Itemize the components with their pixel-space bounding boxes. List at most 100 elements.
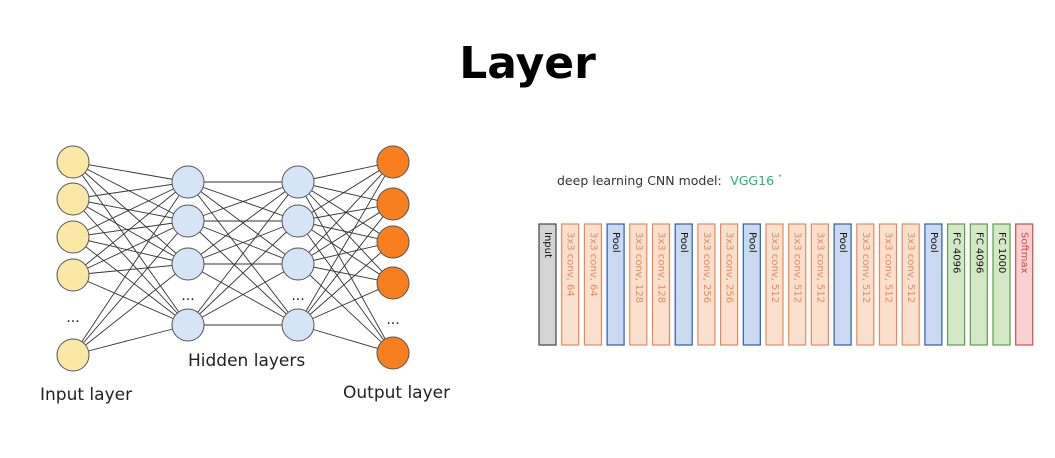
- network-edge: [72, 236, 189, 326]
- vgg-layer-conv: 3x3 conv, 64: [561, 223, 580, 346]
- network-edge: [187, 220, 299, 326]
- vgg-layer-pool: Pool: [606, 223, 625, 346]
- vgg-layer-conv: 3x3 conv, 64: [583, 223, 603, 346]
- vgg-layer-softmax: Softmax: [1015, 223, 1034, 346]
- vgg-layer-label: FC 4096: [973, 232, 984, 273]
- vgg-layer-block: [583, 223, 603, 346]
- vgg-layer-conv: 3x3 conv, 512: [765, 223, 784, 346]
- vgg-layer-block: [697, 223, 716, 346]
- vgg-layer-block: [992, 223, 1011, 346]
- output-layer-label: Output layer: [343, 383, 450, 403]
- network-edge: [187, 263, 299, 326]
- network-edge: [297, 203, 394, 326]
- network-edge: [297, 263, 394, 354]
- input-neuron: [56, 220, 90, 254]
- network-edge: [72, 220, 189, 356]
- network-edge: [297, 181, 394, 284]
- vgg-layer-label: 3x3 conv, 128: [656, 232, 667, 303]
- vgg-layer-conv: 3x3 conv, 512: [856, 223, 875, 346]
- vgg-layer-label: 3x3 conv, 512: [792, 232, 803, 303]
- vgg-layer-pool: Pool: [742, 223, 761, 346]
- vgg-layer-label: 3x3 conv, 128: [633, 232, 644, 303]
- vgg-layer-block: [674, 223, 693, 346]
- network-edge: [297, 241, 394, 326]
- input-neuron: [56, 182, 90, 216]
- vgg-layer-block: [878, 223, 898, 346]
- network-edge: [72, 263, 189, 356]
- vgg-layer-pool: Pool: [924, 223, 943, 346]
- vgg-layer-block: [1015, 223, 1034, 346]
- network-edge: [72, 161, 189, 326]
- network-edge: [72, 161, 189, 183]
- network-edge: [72, 198, 189, 222]
- network-edge: [187, 181, 299, 265]
- vgg-layer-conv: 3x3 conv, 128: [629, 223, 648, 346]
- output-neuron: [376, 336, 410, 370]
- vgg-layer-block: [833, 223, 852, 346]
- hidden-layers-label: Hidden layers: [188, 351, 305, 371]
- hidden-neuron: [281, 308, 315, 342]
- vgg-layer-input: Input: [538, 223, 557, 346]
- network-edge: [72, 274, 189, 326]
- vgg-layer-fc: FC 4096: [946, 223, 966, 346]
- vgg-layer-conv: 3x3 conv, 512: [901, 223, 920, 346]
- vgg-layer-label: Input: [542, 232, 553, 258]
- vgg-caption-line: deep learning CNN model: VGG16 *: [557, 172, 782, 189]
- vgg-layer-label: 3x3 conv, 256: [701, 232, 712, 303]
- vgg-layer-block: [719, 223, 739, 346]
- network-edge: [72, 198, 189, 265]
- input-neuron: [56, 145, 90, 179]
- vgg-layer-conv: 3x3 conv, 256: [697, 223, 716, 346]
- network-edge: [72, 324, 189, 356]
- vgg-layer-block: [606, 223, 625, 346]
- network-edge: [72, 236, 189, 265]
- network-edge: [297, 161, 394, 265]
- network-edge: [72, 161, 189, 265]
- network-edge: [297, 181, 394, 354]
- vgg-layer-label: Pool: [928, 232, 939, 253]
- vgg-layer-block: [742, 223, 761, 346]
- hidden-neuron: [171, 165, 205, 199]
- vgg-caption: deep learning CNN model:: [557, 173, 722, 188]
- vgg-layer-conv: 3x3 conv, 512: [788, 223, 807, 346]
- network-edge: [297, 161, 394, 222]
- output-neuron: [376, 187, 410, 221]
- network-edges: [72, 161, 394, 356]
- vgg-layer-label: Pool: [610, 232, 621, 253]
- vgg-layer-label: Pool: [746, 232, 757, 253]
- vgg-layer-fc: FC 4096: [969, 223, 988, 346]
- vgg-layer-block: [538, 223, 557, 346]
- hidden-neuron: [171, 204, 205, 238]
- vgg-layer-block: [629, 223, 648, 346]
- vgg-layer-block: [561, 223, 580, 346]
- input-layer-label: Input layer: [40, 385, 132, 405]
- vgg-layer-pool: Pool: [833, 223, 852, 346]
- network-edge: [72, 263, 189, 276]
- vgg-layer-label: 3x3 conv, 512: [814, 232, 825, 303]
- network-edge: [72, 181, 189, 200]
- vgg-model-mark: *: [778, 173, 781, 182]
- output-neuron: [376, 225, 410, 259]
- vgg-layer-label: Pool: [837, 232, 848, 253]
- vgg-layer-block: [788, 223, 807, 346]
- network-edge: [297, 282, 394, 326]
- network-edge: [72, 181, 189, 276]
- vgg-model-name: VGG16: [730, 173, 774, 188]
- network-edge: [297, 181, 394, 243]
- network-edge: [297, 220, 394, 354]
- vgg-layer-conv: 3x3 conv, 128: [651, 223, 671, 346]
- input-neuron: [56, 338, 90, 372]
- vgg-layer-label: Softmax: [1019, 232, 1030, 274]
- network-edge: [72, 181, 189, 356]
- vgg-layer-block: [765, 223, 784, 346]
- network-edge: [72, 161, 189, 222]
- input-layer-ellipsis: ...: [66, 310, 79, 326]
- network-edge: [187, 181, 299, 222]
- vgg-layer-block: [969, 223, 988, 346]
- vgg-layer-fc: FC 1000: [992, 223, 1011, 346]
- network-edge: [297, 324, 394, 354]
- vgg-layer-label: 3x3 conv, 512: [883, 232, 894, 303]
- network-edge: [72, 198, 189, 326]
